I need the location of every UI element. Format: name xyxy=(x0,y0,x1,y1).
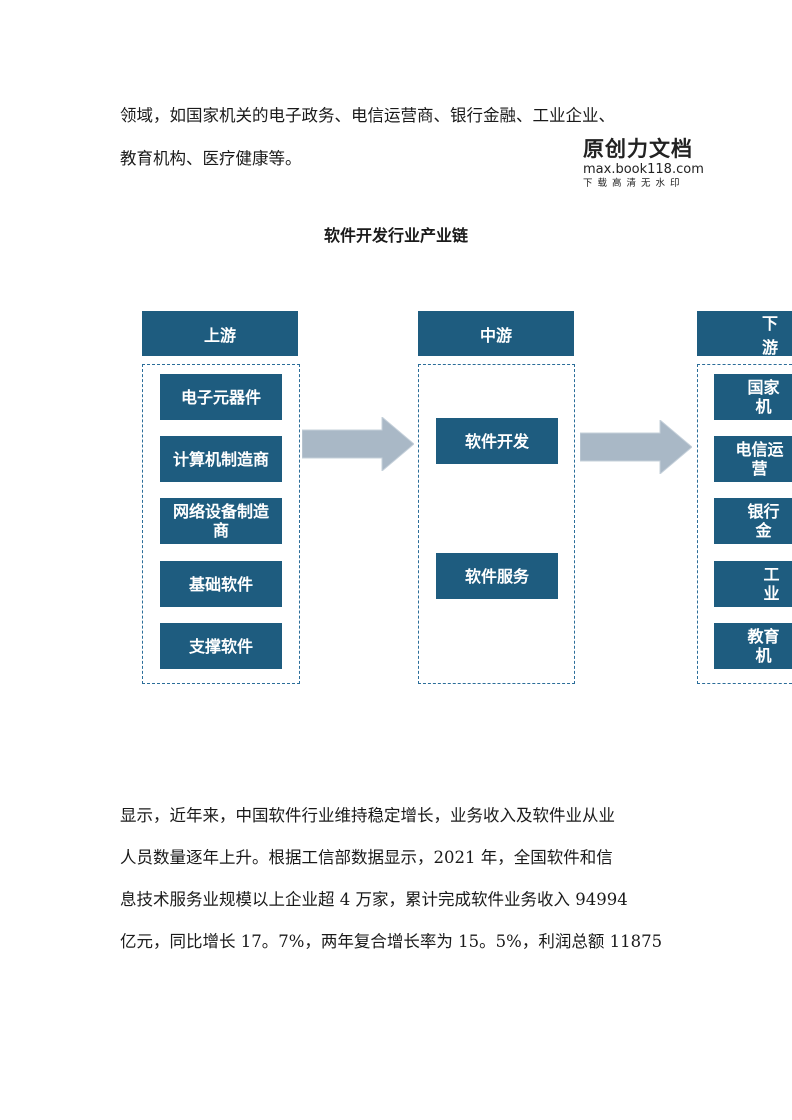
paragraph-line: 教育机构、医疗健康等。 xyxy=(120,149,302,168)
upstream-item: 网络设备制造商 xyxy=(160,498,282,544)
flow-arrow-right xyxy=(580,420,692,474)
downstream-item: 工业 xyxy=(714,561,792,607)
downstream-item: 银行金 xyxy=(714,498,792,544)
upstream-header: 上游 xyxy=(142,311,298,356)
paragraph-line: 显示，近年来，中国软件行业维持稳定增长，业务收入及软件业从业 xyxy=(120,806,615,825)
watermark-url: max.book118.com xyxy=(583,162,704,177)
upstream-item: 支撑软件 xyxy=(160,623,282,669)
flow-arrow-right xyxy=(302,417,414,471)
paragraph-line: 人员数量逐年上升。根据工信部数据显示，2021 年，全国软件和信 xyxy=(120,848,613,867)
upstream-item: 电子元器件 xyxy=(160,374,282,420)
bottom-paragraph: 显示，近年来，中国软件行业维持稳定增长，业务收入及软件业从业 人员数量逐年上升。… xyxy=(120,806,680,952)
diagram-title: 软件开发行业产业链 xyxy=(323,226,468,245)
midstream-item: 软件服务 xyxy=(436,553,558,599)
paragraph-line: 领域，如国家机关的电子政务、电信运营商、银行金融、工业企业、 xyxy=(120,106,615,125)
downstream-item: 国家机 xyxy=(714,374,792,420)
watermark-subtitle: 下载高清无水印 xyxy=(583,178,685,189)
downstream-group xyxy=(697,364,792,684)
downstream-header: 下游 xyxy=(697,311,792,357)
top-paragraph: 领域，如国家机关的电子政务、电信运营商、银行金融、工业企业、 教育机构、医疗健康… xyxy=(120,106,680,169)
paragraph-line: 亿元，同比增长 17。7%，两年复合增长率为 15。5%，利润总额 11875 xyxy=(120,932,663,951)
upstream-item: 计算机制造商 xyxy=(160,436,282,482)
midstream-item: 软件开发 xyxy=(436,418,558,464)
downstream-item: 电信运营 xyxy=(714,436,792,482)
paragraph-line: 息技术服务业规模以上企业超 4 万家，累计完成软件业务收入 94994 xyxy=(120,890,628,909)
upstream-item: 基础软件 xyxy=(160,561,282,607)
midstream-group xyxy=(418,364,575,684)
upstream-group xyxy=(142,364,300,684)
watermark-logo: 原创力文档 max.book118.com 下载高清无水印 xyxy=(583,136,709,191)
downstream-item: 教育机 xyxy=(714,623,792,669)
midstream-header: 中游 xyxy=(418,311,574,356)
watermark-title: 原创力文档 xyxy=(583,137,693,161)
